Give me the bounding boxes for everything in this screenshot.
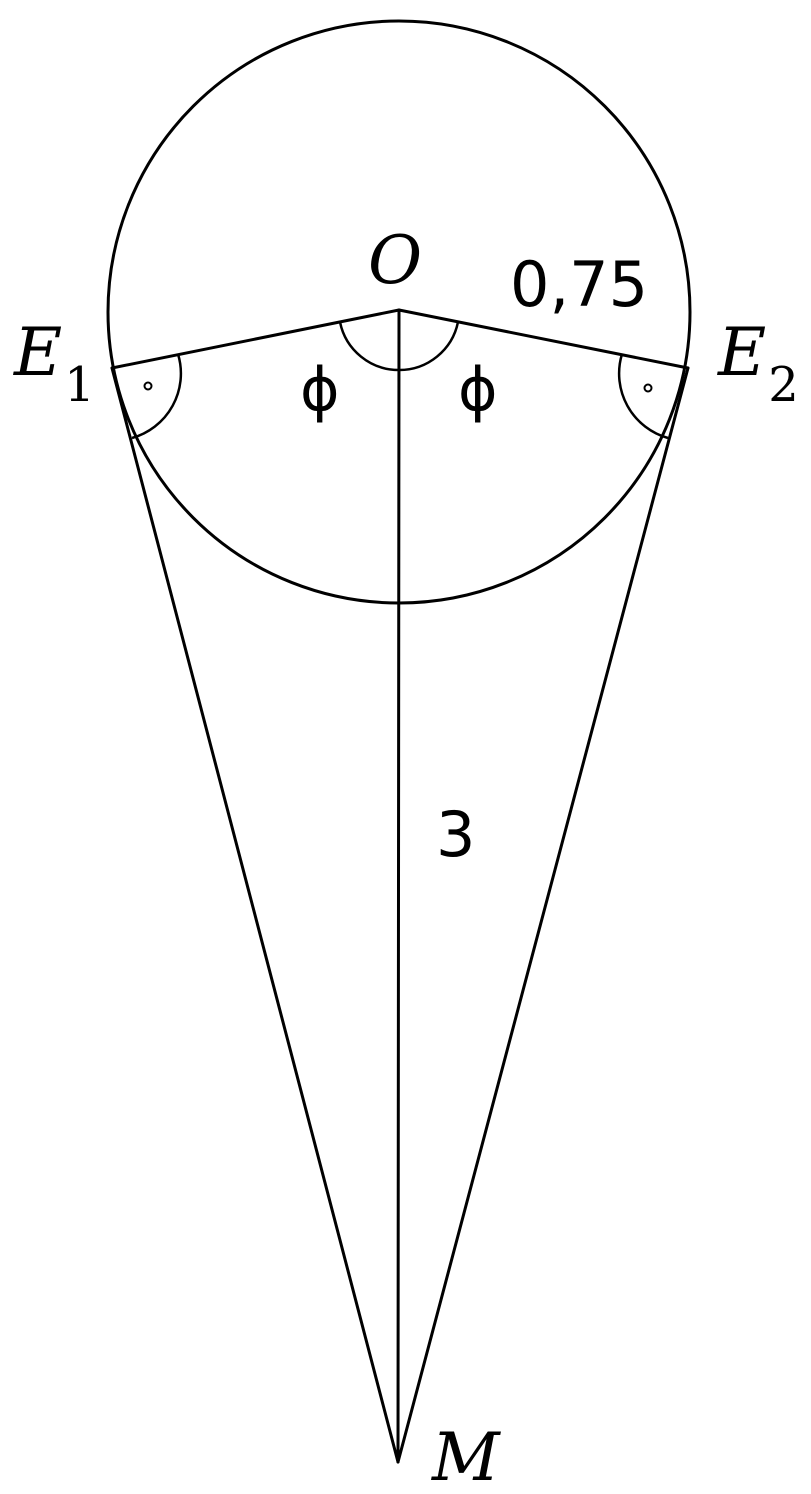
label-point-o: O <box>368 222 422 299</box>
label-angle-right: ϕ <box>458 355 498 425</box>
angle-arc-right <box>398 321 460 372</box>
radius-o-e1 <box>110 308 401 370</box>
segment-o-m <box>396 308 401 1464</box>
radius-o-e2 <box>397 308 690 370</box>
tangent-m-e1 <box>110 366 400 1464</box>
label-point-e1: E1 <box>13 314 95 413</box>
label-point-m: M <box>431 1419 501 1494</box>
right-angle-arc-e2 <box>617 353 669 440</box>
right-angle-dot-e1 <box>143 381 153 391</box>
label-angle-left: ϕ <box>300 355 340 425</box>
label-radius: 0,75 <box>510 248 648 321</box>
label-point-e2: E2 <box>717 314 799 413</box>
angle-arc-left <box>338 321 400 372</box>
right-angle-arc-e1 <box>131 353 183 440</box>
right-angle-dot-e2 <box>643 383 653 393</box>
tangent-m-e2 <box>396 366 690 1464</box>
label-distance: 3 <box>436 798 475 871</box>
